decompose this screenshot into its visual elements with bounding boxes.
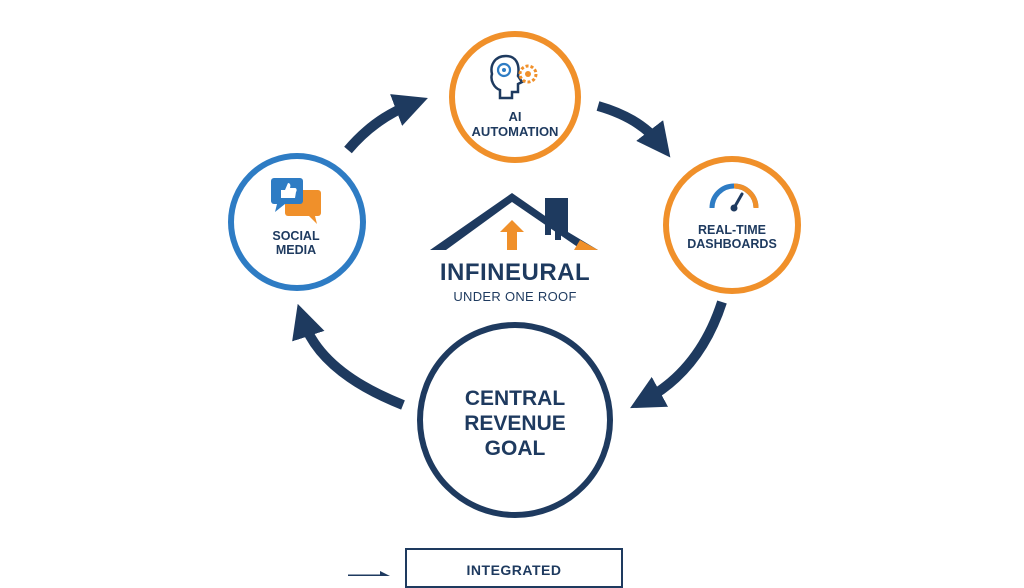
node-ai-automation-line2: AUTOMATION <box>471 123 559 139</box>
node-central-goal-line2: REVENUE <box>464 412 566 436</box>
arrow-goal-to-social <box>292 303 405 410</box>
integrated-box: INTEGRATED <box>405 548 623 588</box>
chat-thumbs-up-icon <box>271 178 321 224</box>
arrow-ai-to-dashboards <box>596 101 671 158</box>
node-ai-automation-label: AI AUTOMATION <box>450 109 580 140</box>
node-dashboards-line2: DASHBOARDS <box>687 237 777 252</box>
node-social-media-label: SOCIAL MEDIA <box>236 229 356 258</box>
gauge-icon <box>709 183 759 212</box>
node-central-goal-label: CENTRAL REVENUE GOAL <box>420 386 610 462</box>
node-social-media-line2: MEDIA <box>275 243 317 258</box>
node-social-media-ring <box>228 153 366 291</box>
node-central-goal-line1: CENTRAL <box>464 387 566 410</box>
brain-gear-icon <box>490 54 538 100</box>
node-dashboards-ring <box>663 156 801 294</box>
cycle-diagram <box>228 31 801 576</box>
integrated-label: INTEGRATED <box>466 562 562 578</box>
node-dashboards-line1: REAL-TIME <box>697 223 767 237</box>
node-dashboards-label: REAL-TIME DASHBOARDS <box>657 223 807 252</box>
arrow-social-to-ai <box>344 94 428 154</box>
node-central-goal-line3: GOAL <box>484 437 546 461</box>
node-ai-automation-ring <box>449 31 581 163</box>
node-social-media-line1: SOCIAL <box>272 229 320 243</box>
node-central-goal-ring <box>417 322 613 518</box>
house-roof-icon <box>430 193 598 250</box>
node-ai-automation-line1: AI <box>508 109 522 124</box>
brand-tagline: UNDER ONE ROOF <box>453 289 577 304</box>
brand-name: INFINEURAL <box>439 259 591 286</box>
arrow-dashboards-to-goal <box>630 300 727 409</box>
